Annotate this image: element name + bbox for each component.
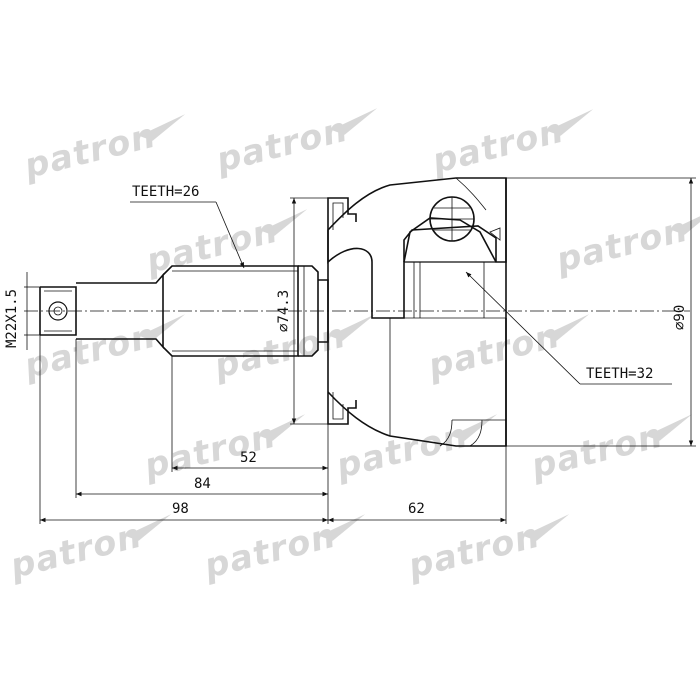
dim-84: 84 (76, 476, 328, 497)
swoosh-icon (523, 514, 570, 541)
watermark-5: patron (552, 208, 700, 281)
dim-outer-diameter: ⌀90 (506, 177, 696, 447)
swoosh-icon (547, 109, 594, 136)
swoosh-icon (451, 414, 498, 441)
spline-section (162, 265, 299, 357)
collar (298, 265, 319, 357)
bearing-diameter-label: ⌀74.3 (276, 290, 292, 332)
outer-housing (327, 177, 507, 447)
watermark-14: patron (404, 514, 570, 587)
dim-62: 62 (328, 501, 506, 523)
watermark-2: patron (212, 108, 378, 181)
callout-teeth-outer: TEETH=26 (130, 184, 245, 269)
swoosh-icon (331, 108, 378, 135)
watermark-9: patron (140, 414, 306, 487)
swoosh-icon (329, 314, 376, 341)
dim-thread: M22X1.5 (4, 272, 40, 350)
watermark-text: patron (200, 516, 341, 587)
teeth-outer-label: TEETH=26 (132, 184, 199, 200)
dim-extension-lines (39, 335, 507, 524)
watermark-text: patron (6, 516, 147, 587)
watermark-1: patron (20, 114, 186, 187)
dim-bearing-diameter: ⌀74.3 (276, 197, 328, 425)
threaded-tip (39, 286, 77, 336)
watermark-text: patron (424, 316, 565, 387)
watermark-text: patron (332, 416, 473, 487)
watermark-text: patron (20, 116, 161, 187)
watermark-13: patron (200, 514, 366, 587)
swoosh-icon (646, 414, 693, 441)
swoosh-icon (139, 114, 186, 141)
dim-98: 98 (40, 501, 328, 523)
swoosh-icon (671, 208, 700, 235)
len-98-label: 98 (172, 501, 189, 517)
callout-teeth-inner: TEETH=32 (465, 271, 672, 385)
watermark-layer: patron patron patron patron patron patro… (6, 108, 700, 587)
cotter-hole (48, 301, 68, 321)
watermark-7: patron (210, 314, 376, 387)
watermark-text: patron (212, 110, 353, 181)
ball-cage (403, 196, 501, 318)
swoosh-icon (543, 314, 590, 341)
abs-ring (327, 197, 357, 425)
len-62-label: 62 (408, 501, 425, 517)
watermark-11: patron (527, 414, 693, 487)
watermark-text: patron (404, 516, 545, 587)
dim-52: 52 (172, 450, 328, 471)
watermark-text: patron (552, 210, 693, 281)
watermark-3: patron (428, 109, 594, 182)
thread-label: M22X1.5 (4, 289, 20, 348)
outer-diameter-label: ⌀90 (672, 305, 688, 330)
watermark-6: patron (20, 314, 186, 387)
swoosh-icon (139, 314, 186, 341)
len-84-label: 84 (194, 476, 211, 492)
shaft-step (76, 272, 164, 350)
len-52-label: 52 (240, 450, 257, 466)
watermark-12: patron (6, 514, 172, 587)
watermark-text: patron (428, 111, 569, 182)
watermark-text: patron (527, 416, 668, 487)
teeth-inner-label: TEETH=32 (586, 366, 653, 382)
